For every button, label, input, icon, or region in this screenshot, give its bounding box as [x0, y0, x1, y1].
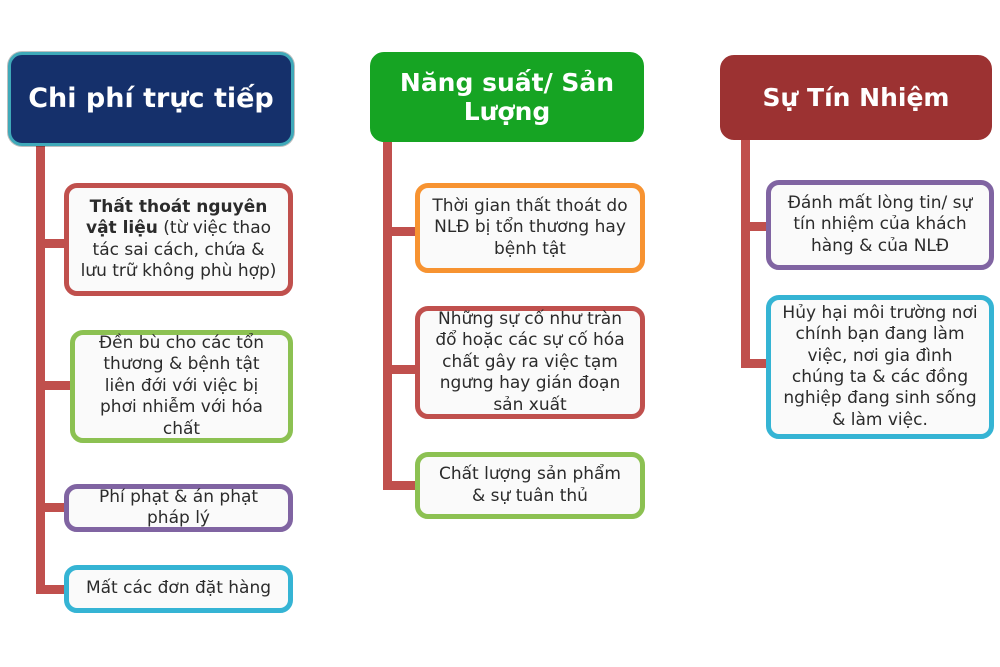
connector-col3-trunk: [741, 140, 750, 368]
connector-col1-branch-3: [36, 503, 70, 512]
item-su-co-tran-do[interactable]: Những sự cố như tràn đổ hoặc các sự cố h…: [415, 306, 645, 419]
connector-col3-branch-2: [741, 359, 769, 368]
item-text-c1i2: Đền bù cho các tổn thương & bệnh tật liê…: [98, 332, 265, 439]
item-text-c3i2: Hủy hại môi trường nơi chính bạn đang là…: [782, 302, 978, 430]
item-chat-luong-san-pham[interactable]: Chất lượng sản phẩm & sự tuân thủ: [415, 452, 645, 519]
item-text-c3i1: Đánh mất lòng tin/ sự tín nhiệm của khác…: [787, 192, 973, 256]
item-danh-mat-long-tin[interactable]: Đánh mất lòng tin/ sự tín nhiệm của khác…: [766, 180, 994, 270]
item-text-c1i3: Phí phạt & án phạt pháp lý: [98, 486, 259, 528]
header-label-col2: Năng suất/ Sản Lượng: [399, 67, 615, 127]
item-text-c2i1: Thời gian thất thoát do NLĐ bị tổn thươn…: [432, 195, 628, 259]
header-label-col3: Sự Tín Nhiệm: [762, 82, 950, 112]
connector-col2-trunk: [383, 142, 392, 490]
connector-col2-branch-2: [383, 365, 419, 374]
connector-col1-branch-4: [36, 585, 70, 594]
item-text-c1i4: Mất các đơn đặt hàng: [85, 578, 272, 599]
connector-col2-branch-1: [383, 227, 419, 236]
item-text-c2i3: Chất lượng sản phẩm & sự tuân thủ: [439, 464, 621, 506]
item-text-c1i1-bold: Thất thoát nguyên vật liệu: [85, 196, 268, 239]
item-that-thoat-nguyen-vat-lieu[interactable]: Thất thoát nguyên vật liệu (từ việc thao…: [64, 183, 293, 296]
item-text-c2i2: Những sự cố như tràn đổ hoặc các sự cố h…: [435, 308, 625, 415]
item-text-c1i1-rest: (từ việc thao tác sai cách, chứa & lưu t…: [80, 218, 277, 281]
connector-col1-trunk: [36, 146, 45, 594]
item-mat-don-dat-hang[interactable]: Mất các đơn đặt hàng: [64, 565, 293, 613]
item-huy-hai-moi-truong[interactable]: Hủy hại môi trường nơi chính bạn đang là…: [766, 295, 994, 439]
connector-col1-branch-1: [36, 239, 70, 248]
item-text-c1i1: Thất thoát nguyên vật liệu (từ việc thao…: [80, 197, 277, 283]
header-label-col1: Chi phí trực tiếp: [28, 83, 274, 115]
item-thoi-gian-that-thoat[interactable]: Thời gian thất thoát do NLĐ bị tổn thươn…: [415, 183, 645, 273]
connector-col1-branch-2: [36, 381, 70, 390]
item-den-bu-ton-thuong[interactable]: Đền bù cho các tổn thương & bệnh tật liê…: [70, 330, 293, 443]
item-phi-phat-an-phat[interactable]: Phí phạt & án phạt pháp lý: [64, 484, 293, 532]
header-chi-phi-truc-tiep[interactable]: Chi phí trực tiếp: [8, 52, 294, 146]
header-nang-suat-san-luong[interactable]: Năng suất/ Sản Lượng: [370, 52, 644, 142]
header-su-tin-nhiem[interactable]: Sự Tín Nhiệm: [720, 55, 992, 140]
connector-col2-branch-3: [383, 481, 419, 490]
connector-col3-branch-1: [741, 222, 769, 231]
